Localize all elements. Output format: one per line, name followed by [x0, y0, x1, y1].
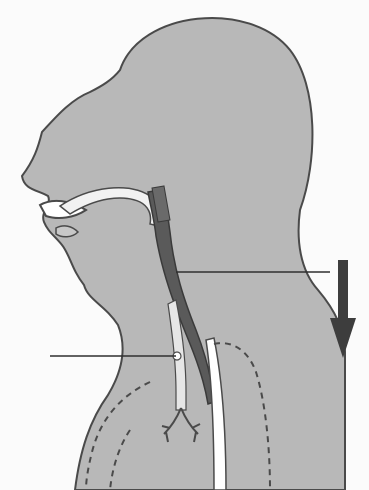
diagram-canvas [0, 0, 369, 490]
anatomy-diagram [0, 0, 369, 490]
